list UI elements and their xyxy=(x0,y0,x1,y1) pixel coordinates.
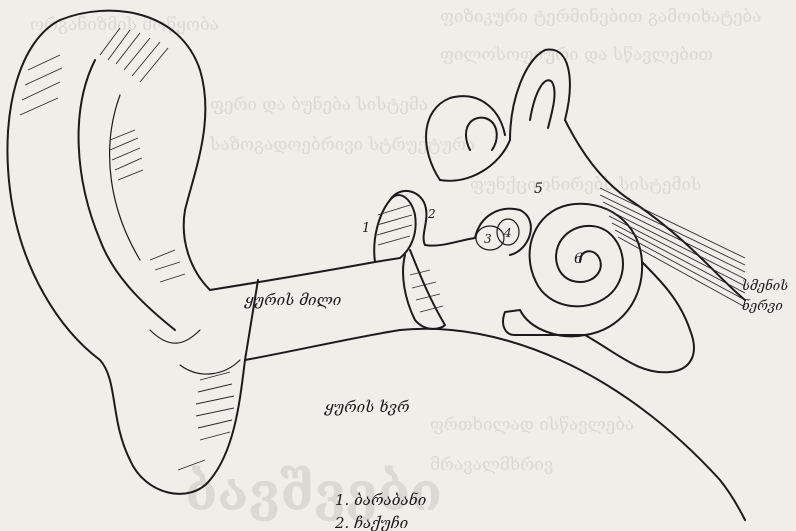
bleed-line-1: ფიზიკური ტერმინებით გამოიხატება xyxy=(440,7,761,27)
label-part-6: 6 xyxy=(574,251,583,267)
bleed-line-2: ფილოსოფიური და სწავლებით xyxy=(440,45,713,65)
label-part-5: 5 xyxy=(534,181,543,197)
label-part-2: 2 xyxy=(427,207,436,221)
eustachian-tube xyxy=(403,250,445,329)
label-canal-upper: ყურის მილი xyxy=(244,291,341,309)
label-canal-lower: ყურის ხვრ xyxy=(324,398,409,416)
label-part-3: 3 xyxy=(484,232,492,246)
auricle xyxy=(7,11,258,494)
caption-line-2: 2. ჩაქუჩი xyxy=(334,514,408,531)
bleed-line-4: ორგანიზმის მოწყობა xyxy=(30,15,219,35)
cochlea xyxy=(530,204,643,335)
bleed-line-6: საზოგადოებრივი სტრუქტურა xyxy=(209,135,475,155)
label-part-4: 4 xyxy=(503,226,512,240)
label-nerve-1: სმენის xyxy=(742,278,788,294)
label-nerve-2: ნერვი xyxy=(742,298,783,314)
bleed-line-7: ფრთხილად ისწავლება xyxy=(430,415,634,435)
bleed-line-8: მრავალმხრივ xyxy=(430,455,553,475)
bleed-line-3: ფუნქციონირებს სისტემის xyxy=(470,175,701,195)
middle-ear xyxy=(374,191,475,329)
bleed-line-5: ფერი და ბუნება სისტემა xyxy=(210,95,428,115)
caption-line-1: 1. ბარაბანი xyxy=(335,491,426,509)
inner-ear xyxy=(426,50,745,373)
bleed-through-text: ფიზიკური ტერმინებით გამოიხატება ფილოსოფი… xyxy=(30,7,761,523)
label-part-1: 1 xyxy=(362,221,370,236)
auricle-hatching xyxy=(20,28,234,470)
auditory-nerve xyxy=(600,188,745,307)
